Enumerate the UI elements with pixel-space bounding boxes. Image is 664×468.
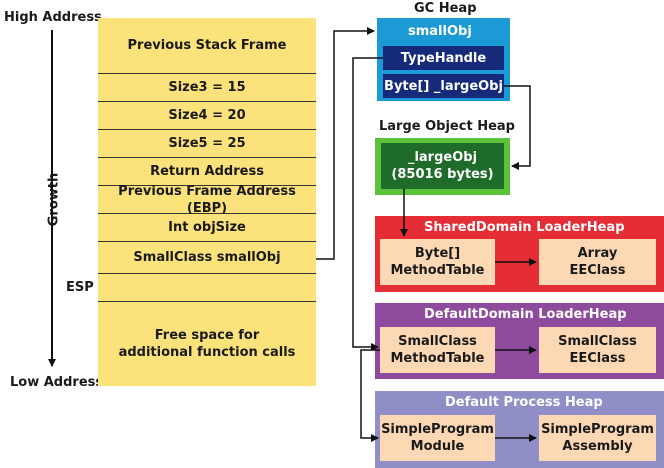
smallclass-methodtable: SmallClass MethodTable [380,327,495,373]
stack-smallclass-smallobj: SmallClass smallObj [98,242,316,274]
simpleprogram-assembly: SimpleProgram Assembly [539,415,656,461]
smallclass-methodtable-line1: SmallClass [398,334,477,349]
stack-size5: Size5 = 25 [98,130,316,158]
large-object: _largeObj (85016 bytes) [381,143,504,189]
gc-heap-type-handle: TypeHandle [383,46,504,70]
large-object-heap-title: Large Object Heap [379,119,515,134]
default-process-heap-title: Default Process Heap [445,395,603,410]
simpleprogram-assembly-line1: SimpleProgram [541,422,654,437]
stack-free-space: Free space for additional function calls [118,328,296,360]
array-eeclass-line1: Array [577,246,618,261]
stack-previous-frame-address: Previous Frame Address (EBP) [98,184,316,216]
smallclass-methodtable-line2: MethodTable [390,351,485,366]
low-address-label: Low Address [10,375,104,390]
byte-array-methodtable-line1: Byte[] [414,246,461,261]
gc-heap-object-name: smallObj [408,24,472,39]
largeobj-reference-arrow [504,85,531,170]
shared-domain-title: SharedDomain LoaderHeap [424,220,625,235]
smallclass-eeclass-line2: EEClass [569,351,626,366]
smallclass-eeclass: SmallClass EEClass [539,327,656,373]
byte-array-methodtable: Byte[] MethodTable [380,239,495,285]
simpleprogram-module-line2: Module [410,439,465,454]
esp-label: ESP [66,280,94,295]
stack-size3: Size3 = 15 [98,74,316,102]
stack-return-address: Return Address [98,158,316,186]
gc-heap-title: GC Heap [414,1,477,16]
simpleprogram-module-line1: SimpleProgram [381,422,494,437]
high-address-label: High Address [4,10,102,25]
default-domain-title: DefaultDomain LoaderHeap [424,307,627,322]
methodtable-module-arrow [360,349,380,442]
large-object-name: _largeObj [407,150,478,165]
simpleprogram-module: SimpleProgram Module [380,415,495,461]
simpleprogram-assembly-line2: Assembly [562,439,633,454]
gc-heap-largeobj-field: Byte[] _largeObj [383,74,504,98]
stack-esp-slot [98,274,316,302]
typehandle-reference-arrow [352,57,383,351]
previous-stack-frame: Previous Stack Frame [98,18,316,74]
smallclass-eeclass-line1: SmallClass [558,334,637,349]
array-eeclass: Array EEClass [539,239,656,285]
array-eeclass-line2: EEClass [569,263,626,278]
stack-size4: Size4 = 20 [98,102,316,130]
stack-frame: Previous Stack Frame Size3 = 15 Size4 = … [98,18,316,386]
byte-array-methodtable-line2: MethodTable [390,263,485,278]
large-object-size: (85016 bytes) [391,167,494,182]
smallobj-reference-arrow [316,27,375,260]
stack-int-objsize: Int objSize [98,214,316,242]
